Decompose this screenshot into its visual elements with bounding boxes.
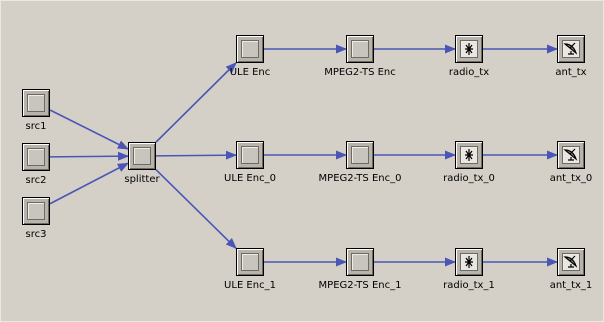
connection-src2-splitter [49, 151, 130, 161]
node-ant-tx-0[interactable]: ant_tx_0 [526, 141, 604, 203]
node-radio-tx-0[interactable]: radio_tx_0 [424, 141, 514, 203]
node-label: ant_tx_0 [549, 173, 593, 184]
module-icon [22, 197, 50, 225]
connection-splitter-ule_enc [155, 62, 237, 143]
connection-splitter-ule_enc_0 [155, 150, 238, 160]
node-radio-tx-1[interactable]: radio_tx_1 [424, 248, 514, 310]
node-label: radio_tx_0 [443, 173, 495, 184]
module-icon [236, 248, 264, 276]
module-icon [22, 89, 50, 117]
node-ule-enc-0[interactable]: ULE Enc_0 [205, 141, 295, 203]
radio-transmitter-icon [455, 248, 483, 276]
module-icon [128, 142, 156, 170]
module-icon [236, 35, 264, 63]
node-ant-tx[interactable]: ant_tx [526, 35, 604, 97]
node-label: ant_tx_1 [549, 280, 593, 291]
module-icon [22, 143, 50, 171]
node-ule-enc[interactable]: ULE Enc [205, 35, 295, 97]
node-label: splitter [124, 174, 160, 185]
node-label: MPEG2-TS Enc_1 [318, 280, 402, 291]
antenna-icon [557, 248, 585, 276]
node-label: src2 [25, 175, 47, 186]
node-splitter[interactable]: splitter [97, 142, 187, 204]
node-label: MPEG2-TS Enc [324, 67, 396, 78]
node-label: src3 [25, 229, 47, 240]
node-label: ULE Enc_1 [224, 280, 276, 291]
module-icon [346, 35, 374, 63]
node-mpeg-enc-1[interactable]: MPEG2-TS Enc_1 [315, 248, 405, 310]
node-label: src1 [25, 121, 47, 132]
connection-splitter-ule_enc_1 [155, 169, 237, 250]
antenna-icon [557, 35, 585, 63]
radio-transmitter-icon [455, 35, 483, 63]
antenna-icon [557, 141, 585, 169]
node-label: radio_tx [448, 67, 490, 78]
node-label: ant_tx [555, 67, 587, 78]
module-icon [236, 141, 264, 169]
node-label: ULE Enc_0 [224, 173, 276, 184]
radio-transmitter-icon [455, 141, 483, 169]
node-mpeg-enc[interactable]: MPEG2-TS Enc [315, 35, 405, 97]
node-mpeg-enc-0[interactable]: MPEG2-TS Enc_0 [315, 141, 405, 203]
node-ant-tx-1[interactable]: ant_tx_1 [526, 248, 604, 310]
connection-src1-splitter [49, 109, 130, 150]
node-label: ULE Enc [229, 67, 271, 78]
node-label: radio_tx_1 [443, 280, 495, 291]
node-radio-tx[interactable]: radio_tx [424, 35, 514, 97]
module-icon [346, 141, 374, 169]
connection-src3-splitter [49, 162, 129, 205]
node-src3[interactable]: src3 [0, 197, 81, 259]
node-src1[interactable]: src1 [0, 89, 81, 151]
node-src2[interactable]: src2 [0, 143, 81, 205]
node-label: MPEG2-TS Enc_0 [318, 173, 402, 184]
module-icon [346, 248, 374, 276]
node-ule-enc-1[interactable]: ULE Enc_1 [205, 248, 295, 310]
